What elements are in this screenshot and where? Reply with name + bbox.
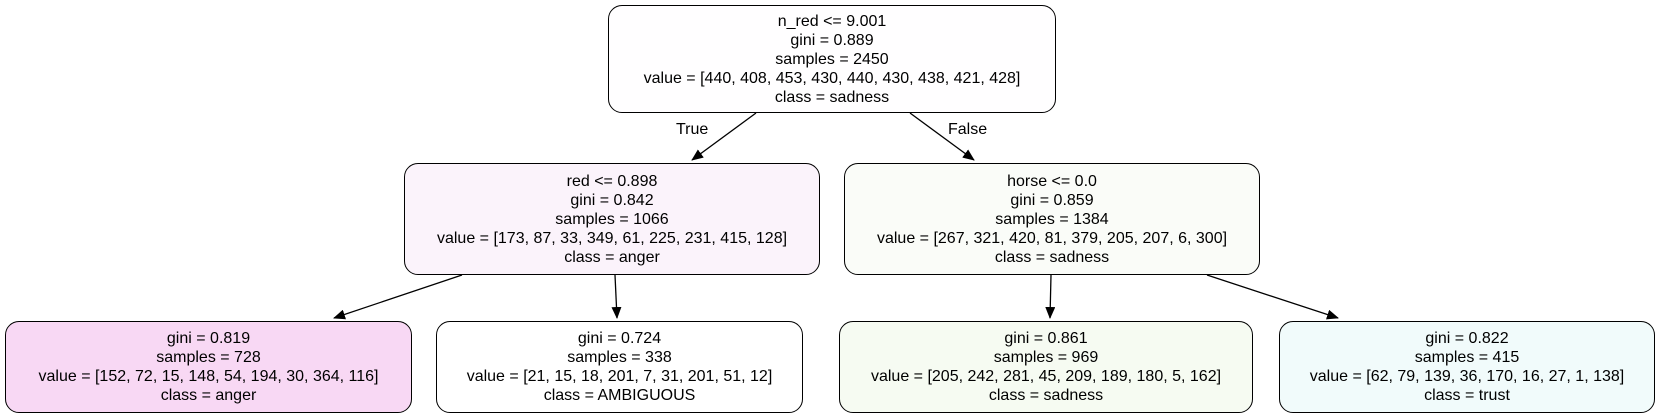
node-gini: gini = 0.861 — [1004, 330, 1088, 347]
node-samples: samples = 415 — [1414, 349, 1520, 366]
edge-n2-n6 — [1206, 274, 1339, 320]
node-samples: samples = 728 — [156, 349, 261, 366]
edge-n2-n5 — [1045, 274, 1056, 319]
tree-node-root: n_red <= 9.001 gini = 0.889 samples = 24… — [608, 5, 1056, 113]
node-samples: samples = 338 — [567, 349, 672, 366]
node-value: value = [21, 15, 18, 201, 7, 31, 201, 51… — [466, 368, 773, 385]
node-samples: samples = 1066 — [555, 210, 669, 228]
node-value: value = [205, 242, 281, 45, 209, 189, 18… — [870, 368, 1222, 385]
node-value: value = [440, 408, 453, 430, 440, 430, 4… — [643, 69, 1021, 87]
edge-label-true: True — [676, 121, 709, 138]
node-split-rule: horse <= 0.0 — [1007, 172, 1097, 190]
node-class: class = sadness — [994, 248, 1110, 266]
node-samples: samples = 1384 — [995, 210, 1109, 228]
tree-leaf-4: gini = 0.822 samples = 415 value = [62, … — [1279, 321, 1655, 413]
node-gini: gini = 0.822 — [1425, 330, 1509, 347]
node-class: class = anger — [564, 248, 660, 266]
edge-n0-n2 — [909, 112, 975, 161]
node-gini: gini = 0.889 — [790, 31, 874, 49]
node-class: class = sadness — [988, 387, 1104, 404]
node-value: value = [173, 87, 33, 349, 61, 225, 231,… — [436, 229, 788, 247]
node-value: value = [152, 72, 15, 148, 54, 194, 30, … — [38, 368, 379, 385]
edge-n1-n4 — [611, 274, 622, 319]
tree-node-right: horse <= 0.0 gini = 0.859 samples = 1384… — [844, 163, 1260, 275]
node-class: class = AMBIGUOUS — [543, 387, 696, 404]
node-gini: gini = 0.859 — [1010, 191, 1094, 209]
tree-node-left: red <= 0.898 gini = 0.842 samples = 1066… — [404, 163, 820, 275]
tree-leaf-1: gini = 0.819 samples = 728 value = [152,… — [5, 321, 412, 413]
tree-leaf-2: gini = 0.724 samples = 338 value = [21, … — [436, 321, 803, 413]
node-split-rule: red <= 0.898 — [566, 172, 658, 190]
node-class: class = anger — [160, 387, 257, 404]
node-value: value = [267, 321, 420, 81, 379, 205, 20… — [876, 229, 1228, 247]
node-class: class = trust — [1424, 387, 1510, 404]
node-gini: gini = 0.842 — [570, 191, 654, 209]
tree-leaf-3: gini = 0.861 samples = 969 value = [205,… — [839, 321, 1253, 413]
node-class: class = sadness — [774, 88, 890, 106]
node-gini: gini = 0.819 — [166, 330, 251, 347]
node-value: value = [62, 79, 139, 36, 170, 16, 27, 1… — [1309, 368, 1625, 385]
node-samples: samples = 969 — [993, 349, 1099, 366]
edge-n1-n3 — [333, 274, 463, 320]
node-samples: samples = 2450 — [775, 50, 889, 68]
edge-n0-n1 — [691, 112, 757, 161]
edge-label-false: False — [948, 121, 988, 138]
node-split-rule: n_red <= 9.001 — [777, 12, 887, 30]
node-gini: gini = 0.724 — [577, 330, 662, 347]
